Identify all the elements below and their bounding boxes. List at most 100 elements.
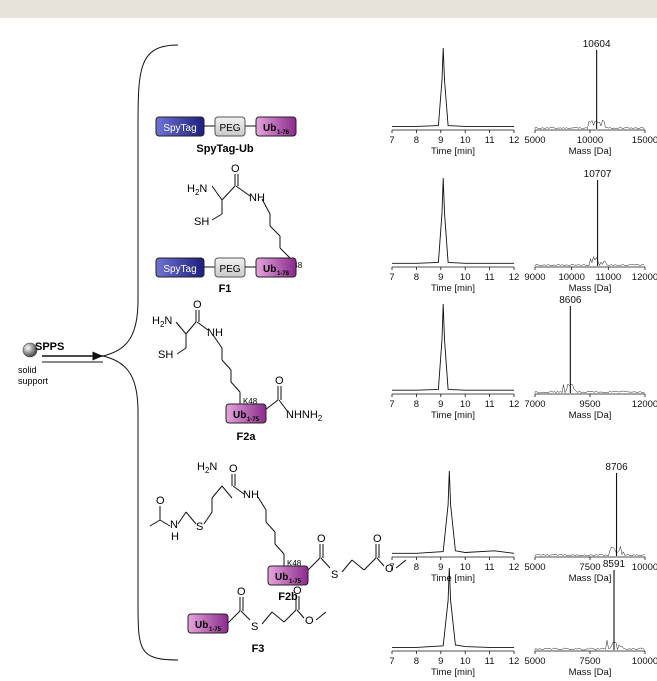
- lc-trace: [392, 177, 514, 264]
- ms-tick-label: 5000: [524, 656, 545, 667]
- f2a-nh: NH: [207, 327, 223, 339]
- ms-tick-label: 7500: [579, 562, 600, 573]
- lc-tick-label: 8: [414, 562, 419, 573]
- f1-sh: SH: [194, 216, 209, 228]
- lc-tick-label: 10: [460, 272, 471, 283]
- ms-axis-label: Mass [Da]: [569, 667, 612, 678]
- lc-axis-label: Time [min]: [431, 283, 475, 294]
- ms-tick-label: 10000: [577, 135, 603, 146]
- ms-baseline: [534, 640, 645, 651]
- ms-baseline: [534, 255, 645, 267]
- solid-support-label-2: support: [18, 376, 49, 386]
- f2a-nhnh2: NHNH2: [286, 409, 323, 423]
- ms-tick-label: 10000: [632, 656, 657, 667]
- f2b-k48: K48: [287, 559, 302, 568]
- f2a-ub-box: [225, 403, 267, 424]
- lc-tick-label: 12: [509, 656, 520, 667]
- spytag-label: SpyTag: [163, 123, 196, 134]
- lc-axis-label: Time [min]: [431, 667, 475, 678]
- lc-tick-label: 11: [485, 399, 495, 410]
- lc-tick-label: 10: [460, 656, 471, 667]
- f3-ub-label: Ub: [195, 620, 208, 631]
- branch-brace: [102, 44, 179, 661]
- f2a-ub-subscript: 1-75: [247, 417, 260, 423]
- lc-trace: [392, 47, 514, 127]
- f3-s: S: [251, 621, 258, 633]
- lc-tick-label: 12: [509, 272, 520, 283]
- f2b-o-acetyl: O: [156, 495, 165, 507]
- f2b-ub-subscript: 1-75: [289, 579, 302, 585]
- f2b-nh: NH: [243, 489, 259, 501]
- ms-tick-label: 9500: [579, 399, 600, 410]
- lc-trace: [392, 303, 514, 391]
- lc-axis-label: Time [min]: [431, 146, 475, 157]
- compound-label-f2a: F2a: [237, 431, 257, 443]
- ms-tick-label: 5000: [524, 562, 545, 573]
- lc-tick-label: 9: [438, 562, 443, 573]
- lc-tick-label: 10: [460, 562, 471, 573]
- f3-structure: [227, 596, 327, 625]
- ms-tick-label: 7500: [579, 656, 600, 667]
- compound-label-f3: F3: [252, 643, 265, 655]
- lc-tick-label: 11: [485, 562, 495, 573]
- lc-tick-label: 9: [438, 399, 443, 410]
- lc-tick-label: 8: [414, 399, 419, 410]
- ms-peak-label: 8606: [559, 295, 582, 306]
- f3-o-thioester: O: [237, 586, 246, 598]
- lc-tick-label: 11: [485, 272, 495, 283]
- f2a-structure: [175, 310, 289, 413]
- f2b-o: O: [229, 463, 238, 475]
- f2b-o-thioester: O: [317, 533, 326, 545]
- ms-tick-label: 10000: [558, 272, 584, 283]
- f3-o-methoxy: O: [305, 615, 314, 627]
- lc-tick-label: 9: [438, 272, 443, 283]
- f2b-ub-label: Ub: [275, 572, 288, 583]
- solid-support-bead: [22, 342, 38, 358]
- lc-tick-label: 9: [438, 135, 443, 146]
- f3-ub-box: [187, 613, 229, 634]
- lc-tick-label: 11: [485, 656, 495, 667]
- spytag-ub-construct: SpyTag PEG Ub 1-76: [155, 116, 297, 137]
- f1-o: O: [231, 163, 240, 175]
- f2b-o-methoxy: O: [385, 563, 394, 575]
- ms-axis-label: Mass [Da]: [569, 146, 612, 157]
- ms-axis-label: Mass [Da]: [569, 410, 612, 421]
- f2b-s-thioether: S: [196, 521, 203, 533]
- lc-tick-label: 9: [438, 656, 443, 667]
- f1-ub-subscript: 1-76: [277, 271, 290, 277]
- ms-peak-label: 8706: [605, 462, 628, 473]
- ms-tick-label: 7000: [524, 399, 545, 410]
- lc-tick-label: 8: [414, 135, 419, 146]
- lc-trace: [392, 470, 515, 554]
- ms-peak-label: 8591: [603, 559, 626, 570]
- f2a-k48: K48: [243, 397, 258, 406]
- ub-box: [255, 116, 297, 137]
- ms-baseline: [534, 545, 645, 557]
- lc-trace: [392, 567, 514, 648]
- lc-tick-label: 12: [509, 562, 520, 573]
- compound-label-f2b: F2b: [278, 591, 298, 603]
- f2b-h2n: H2N: [197, 461, 217, 475]
- f3-ub-subscript: 1-75: [209, 627, 222, 633]
- lc-tick-label: 8: [414, 656, 419, 667]
- lc-tick-label: 8: [414, 272, 419, 283]
- top-banner: [0, 0, 657, 18]
- ms-tick-label: 9000: [524, 272, 545, 283]
- ms-baseline: [534, 119, 645, 130]
- lc-tick-label: 7: [389, 135, 394, 146]
- f1-h2n: H2N: [187, 183, 207, 197]
- ms-axis-label: Mass [Da]: [569, 573, 612, 584]
- f1-nh: NH: [249, 192, 265, 204]
- ub-subscript: 1-76: [277, 130, 290, 136]
- f2b-ub-box: [267, 565, 309, 586]
- f2a-o-carbonyl: O: [275, 375, 284, 387]
- lc-axis-label: Time [min]: [431, 410, 475, 421]
- f2a-o: O: [193, 299, 202, 311]
- compound-label-spytag-ub: SpyTag-Ub: [196, 143, 254, 155]
- ms-tick-label: 15000: [632, 135, 657, 146]
- ub-label: Ub: [263, 123, 276, 134]
- lc-axis-label: Time [min]: [431, 573, 475, 584]
- f2b-n: N: [170, 519, 178, 531]
- f2b-h: H: [171, 531, 179, 543]
